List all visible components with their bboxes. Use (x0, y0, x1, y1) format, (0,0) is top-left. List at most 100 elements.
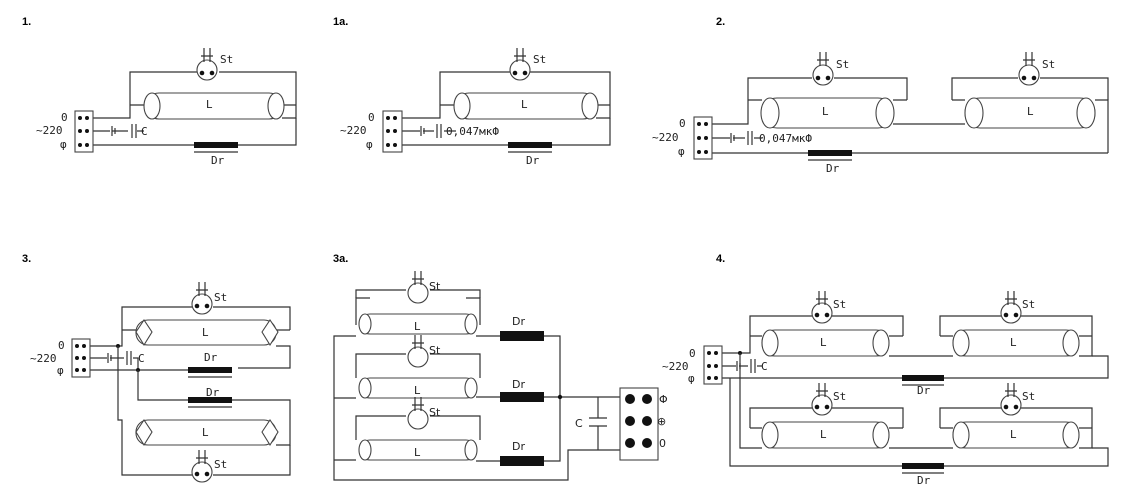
choke-symbol (500, 456, 544, 466)
capacitor-label: C (141, 125, 148, 138)
choke-symbol (500, 392, 544, 402)
lamp-tube (145, 92, 283, 120)
choke-label: Dr (512, 440, 525, 453)
ground-symbol (111, 126, 116, 136)
terminal-block (693, 116, 713, 160)
input-voltage-label: ~220 (30, 352, 57, 365)
starter-label: St (429, 280, 441, 293)
capacitor-label: 0,047мкФ (446, 125, 499, 138)
choke-label: Dr (211, 154, 225, 167)
diagram-1: 1. L St Dr C 0 ~220 φ (22, 16, 297, 167)
diagram-1a: 1a. L St Dr 0,047мкФ 0 ~220 φ (333, 16, 611, 167)
choke-symbol (194, 142, 238, 148)
lamp-label: L (820, 428, 827, 441)
choke-label: Dr (204, 351, 218, 364)
diagram-number: 1. (22, 16, 31, 28)
starter-pin (209, 70, 215, 76)
lamp-end-right (267, 92, 285, 120)
choke-label: Dr (526, 154, 540, 167)
lamp-end-left (143, 92, 161, 120)
starter-pin (199, 70, 205, 76)
starter-label: St (429, 406, 441, 419)
starter-symbol (1000, 394, 1022, 416)
diagram-number: 4. (716, 253, 725, 265)
starter-wire (129, 71, 297, 105)
starter-label: St (833, 390, 846, 403)
starter-label: St (214, 458, 227, 471)
starter-symbol (196, 59, 218, 81)
choke-symbol (500, 331, 544, 341)
choke-symbol (902, 463, 944, 469)
lamp-label: L (1027, 105, 1034, 118)
choke-symbol (188, 367, 232, 373)
lamp-label: L (822, 105, 829, 118)
choke-symbol (188, 397, 232, 403)
input-zero-label: 0 (58, 339, 65, 352)
lamp-label: L (820, 336, 827, 349)
choke-symbol (508, 142, 552, 148)
starter-symbol (811, 302, 833, 324)
lamp-label: L (414, 446, 421, 459)
starter-symbol (812, 64, 834, 86)
starter-label: St (429, 344, 441, 357)
starter-symbol (1000, 302, 1022, 324)
starter-label: St (836, 58, 849, 71)
starter-label: St (1022, 298, 1035, 311)
diagram-number: 3. (22, 253, 31, 265)
diagram-number: 2. (716, 16, 725, 28)
terminal-block (703, 345, 723, 385)
lamp-label: L (521, 98, 528, 111)
starter-contacts (201, 48, 213, 62)
choke-symbol (902, 375, 944, 381)
capacitor-label: 0,047мкФ (759, 132, 812, 145)
lamp-label: L (206, 98, 213, 111)
diagram-3: 3. L St Dr C Dr L (22, 253, 291, 483)
input-zero-label: 0 (689, 347, 696, 360)
choke-label: Dr (826, 162, 840, 175)
choke-label: Dr (512, 315, 525, 328)
lamp-label: L (414, 384, 421, 397)
lamp-label: L (1010, 428, 1017, 441)
terminal-block (71, 338, 91, 378)
terminal-phase-label: Φ (659, 393, 668, 406)
starter-symbol (407, 408, 429, 430)
starter-symbol (509, 59, 531, 81)
starter-label: St (220, 53, 233, 66)
choke-label: Dr (206, 386, 220, 399)
terminal-zero-label: 0 (659, 437, 666, 450)
terminal-block (74, 110, 94, 153)
capacitor-label: C (138, 352, 145, 365)
lamp-label: L (202, 326, 209, 339)
input-voltage-label: ~220 (36, 124, 63, 137)
diagram-4: 4. L St L St L St (662, 253, 1109, 487)
diagram-number: 1a. (333, 16, 348, 28)
input-voltage-label: ~220 (652, 131, 679, 144)
input-phase-label: φ (366, 138, 373, 151)
starter-label: St (533, 53, 546, 66)
terminal-block (382, 110, 403, 153)
choke-symbol (808, 150, 852, 156)
diagram-2: 2. L St L St Dr 0,047мкФ (652, 16, 1109, 175)
choke-label: Dr (512, 378, 525, 391)
input-phase-label: φ (688, 372, 695, 385)
starter-symbol (407, 282, 429, 304)
input-phase-label: φ (678, 145, 685, 158)
input-voltage-label: ~220 (340, 124, 367, 137)
capacitor-label: C (761, 360, 768, 373)
diagram-number: 3a. (333, 253, 348, 265)
capacitor-symbol (131, 124, 137, 138)
starter-label: St (833, 298, 846, 311)
input-phase-label: φ (60, 138, 67, 151)
capacitor-label: C (575, 417, 583, 430)
starter-label: St (1042, 58, 1055, 71)
phase-wire (93, 118, 297, 146)
lamp-label: L (414, 320, 421, 333)
starter-symbol (407, 346, 429, 368)
starter-symbol (1018, 64, 1040, 86)
input-zero-label: 0 (61, 111, 68, 124)
choke-label: Dr (917, 474, 931, 487)
choke-label: Dr (917, 384, 931, 397)
input-zero-label: 0 (679, 117, 686, 130)
input-phase-label: φ (57, 364, 64, 377)
